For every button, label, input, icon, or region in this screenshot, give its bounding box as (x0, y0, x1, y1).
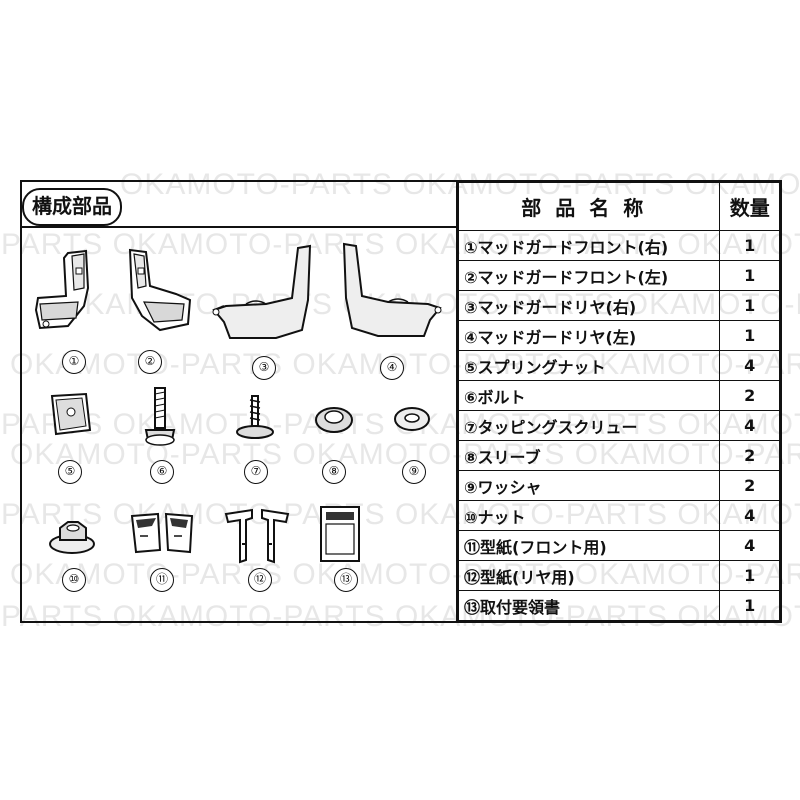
part-qty-cell: 4 (719, 500, 780, 531)
part-name-cell: ①マッドガードフロント(右) (457, 230, 721, 261)
part-qty-cell: 2 (719, 380, 780, 411)
part-name-cell: ③マッドガードリヤ(右) (457, 290, 721, 321)
part-number-1: ① (62, 350, 86, 374)
part-qty-cell: 4 (719, 350, 780, 381)
part-name-cell: ⑬取付要領書 (457, 590, 721, 621)
part-name-cell: ④マッドガードリヤ(左) (457, 320, 721, 351)
part-qty-cell: 4 (719, 410, 780, 441)
rear-mudguard-left-illustration (342, 242, 442, 337)
part-number-2: ② (138, 350, 162, 374)
template-front-illustration (130, 512, 194, 554)
part-qty-cell: 1 (719, 320, 780, 351)
parts-table: 部品名称 数量 ①マッドガードフロント(右)1 ②マッドガードフロント(左)1 … (457, 182, 780, 621)
part-qty-cell: 1 (719, 230, 780, 261)
template-rear-illustration (224, 508, 290, 564)
part-number-6: ⑥ (150, 460, 174, 484)
header-quantity: 数量 (719, 182, 780, 231)
part-name-cell: ⑫型紙(リヤ用) (457, 560, 721, 591)
rear-mudguard-right-illustration (212, 244, 312, 339)
washer-illustration (394, 407, 430, 431)
part-qty-cell: 4 (719, 530, 780, 561)
part-name-cell: ⑪型紙(フロント用) (457, 530, 721, 561)
nut-illustration (49, 521, 95, 554)
part-number-5: ⑤ (58, 460, 82, 484)
table-row: ⑪型紙(フロント用)4 (457, 530, 780, 561)
instruction-manual-illustration (320, 506, 360, 562)
part-qty-cell: 1 (719, 590, 780, 621)
part-name-cell: ⑥ボルト (457, 380, 721, 411)
part-name-cell: ②マッドガードフロント(左) (457, 260, 721, 291)
part-number-12: ⑫ (248, 568, 272, 592)
part-number-10: ⑩ (62, 568, 86, 592)
part-number-8: ⑧ (322, 460, 346, 484)
table-row: ③マッドガードリヤ(右)1 (457, 290, 780, 321)
table-header-row: 部品名称 数量 (457, 182, 780, 231)
table-row: ④マッドガードリヤ(左)1 (457, 320, 780, 351)
part-qty-cell: 1 (719, 560, 780, 591)
part-name-cell: ⑧スリーブ (457, 440, 721, 471)
spring-nut-illustration (50, 392, 92, 436)
part-number-4: ④ (380, 356, 404, 380)
table-row: ②マッドガードフロント(左)1 (457, 260, 780, 291)
part-number-9: ⑨ (402, 460, 426, 484)
part-number-3: ③ (252, 356, 276, 380)
table-row: ⑫型紙(リヤ用)1 (457, 560, 780, 591)
part-name-cell: ⑨ワッシャ (457, 470, 721, 501)
part-qty-cell: 2 (719, 440, 780, 471)
part-number-7: ⑦ (244, 460, 268, 484)
bolt-illustration (144, 387, 176, 446)
part-number-13: ⑬ (334, 568, 358, 592)
part-number-11: ⑪ (150, 568, 174, 592)
tapping-screw-illustration (236, 395, 274, 439)
part-name-cell: ⑦タッピングスクリュー (457, 410, 721, 441)
part-name-cell: ⑩ナット (457, 500, 721, 531)
frame-divider (456, 180, 458, 623)
sleeve-illustration (315, 407, 353, 433)
part-name-cell: ⑤スプリングナット (457, 350, 721, 381)
part-qty-cell: 1 (719, 260, 780, 291)
title-rule (20, 226, 457, 228)
part-qty-cell: 1 (719, 290, 780, 321)
front-mudguard-left-illustration (128, 248, 192, 332)
section-title: 構成部品 (22, 188, 122, 226)
parts-frame (20, 180, 782, 623)
table-row: ①マッドガードフロント(右)1 (457, 230, 780, 261)
part-qty-cell: 2 (719, 470, 780, 501)
front-mudguard-right-illustration (34, 249, 90, 330)
header-part-name: 部品名称 (457, 182, 721, 231)
